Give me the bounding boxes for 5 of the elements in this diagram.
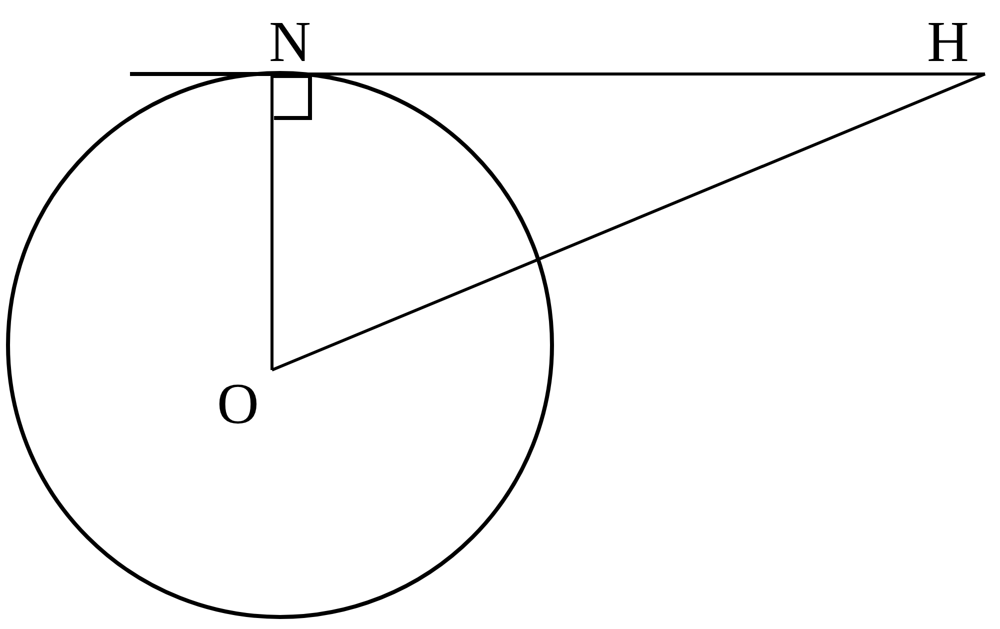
point-label: H <box>927 13 969 71</box>
line-segment <box>270 74 274 370</box>
point-label: N <box>269 13 311 71</box>
point-label: O <box>217 375 259 433</box>
line-segment <box>271 72 986 372</box>
